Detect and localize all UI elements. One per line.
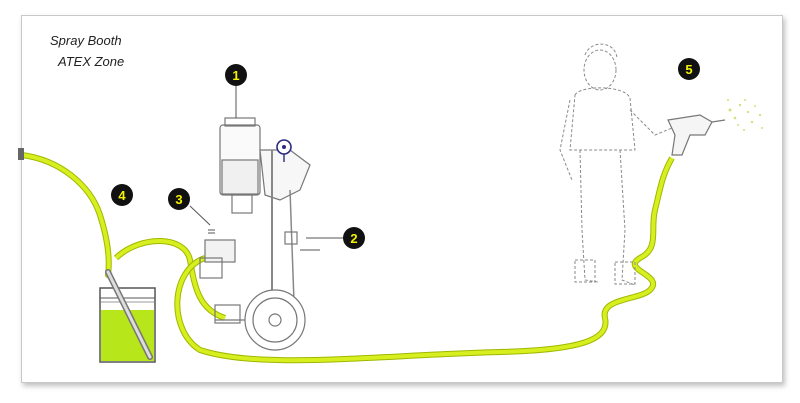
callout-5: 5 [678,58,700,80]
callout-4: 4 [111,184,133,206]
callout-3: 3 [168,188,190,210]
pressure-gauge [276,139,292,162]
pump-cart [199,117,320,351]
operator-figure [559,43,673,286]
spray-mist [727,99,763,131]
callout-1: 1 [225,64,247,86]
callout-2: 2 [343,227,365,249]
spray-gun-body [667,114,726,156]
hose-end-fitting [18,148,24,160]
title-spray-booth: Spray Booth [50,33,122,48]
leader-3 [189,205,211,226]
title-atex-zone: ATEX Zone [58,54,125,69]
